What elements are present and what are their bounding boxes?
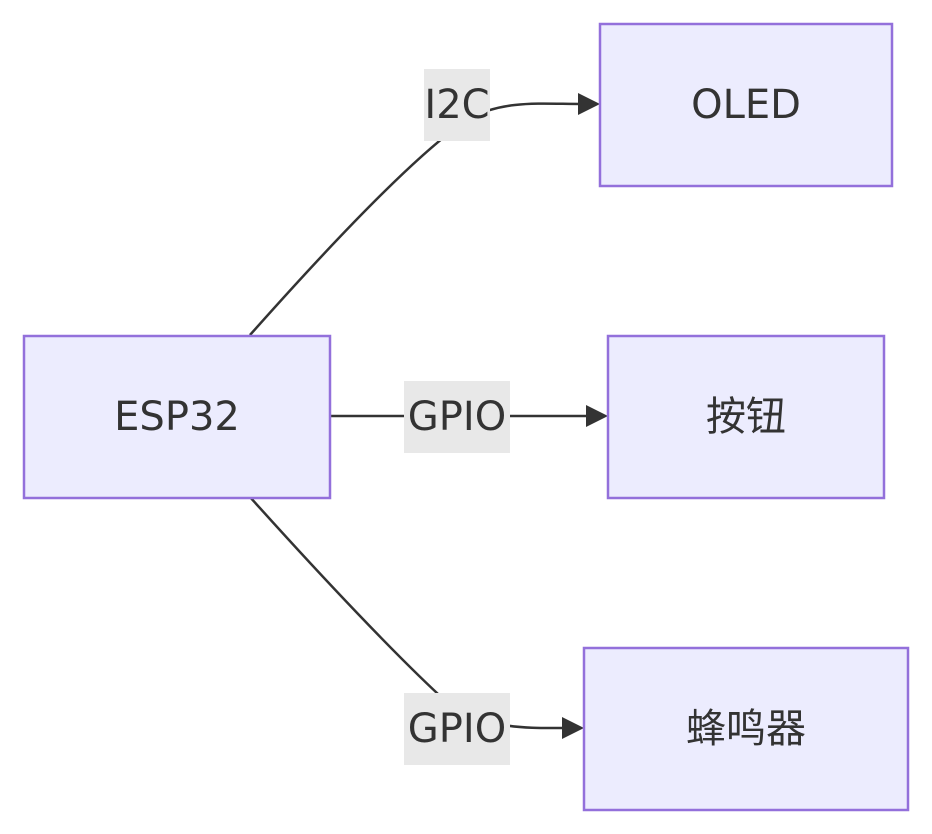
edge-label-gpio-button: GPIO — [404, 381, 510, 453]
arrowhead-icon — [562, 717, 584, 739]
node-esp32[interactable]: ESP32 — [22, 334, 332, 500]
node-box — [582, 646, 910, 812]
node-label: ESP32 — [114, 394, 240, 440]
edge-esp32-buzzer — [249, 496, 584, 739]
node-label: OLED — [691, 82, 801, 128]
node-oled[interactable]: OLED — [598, 22, 894, 188]
node-box — [22, 334, 332, 500]
node-label: 蜂鸣器 — [686, 706, 806, 752]
edge-label-gpio-buzzer: GPIO — [404, 693, 510, 765]
edge-label-text: GPIO — [408, 706, 506, 752]
edge-line — [249, 496, 566, 730]
node-button[interactable]: 按钮 — [606, 334, 886, 500]
arrowhead-icon — [578, 93, 600, 115]
node-box — [606, 334, 886, 500]
arrowhead-icon — [586, 405, 608, 427]
edge-label-i2c: I2C — [424, 69, 490, 141]
edge-label-text: GPIO — [408, 394, 506, 440]
node-buzzer[interactable]: 蜂鸣器 — [582, 646, 910, 812]
edge-label-background — [424, 69, 490, 141]
edge-line — [249, 102, 583, 336]
edge-label-background — [404, 381, 510, 453]
edge-label-text: I2C — [424, 82, 489, 128]
node-label: 按钮 — [706, 394, 786, 440]
edge-label-background — [404, 693, 510, 765]
node-box — [598, 22, 894, 188]
